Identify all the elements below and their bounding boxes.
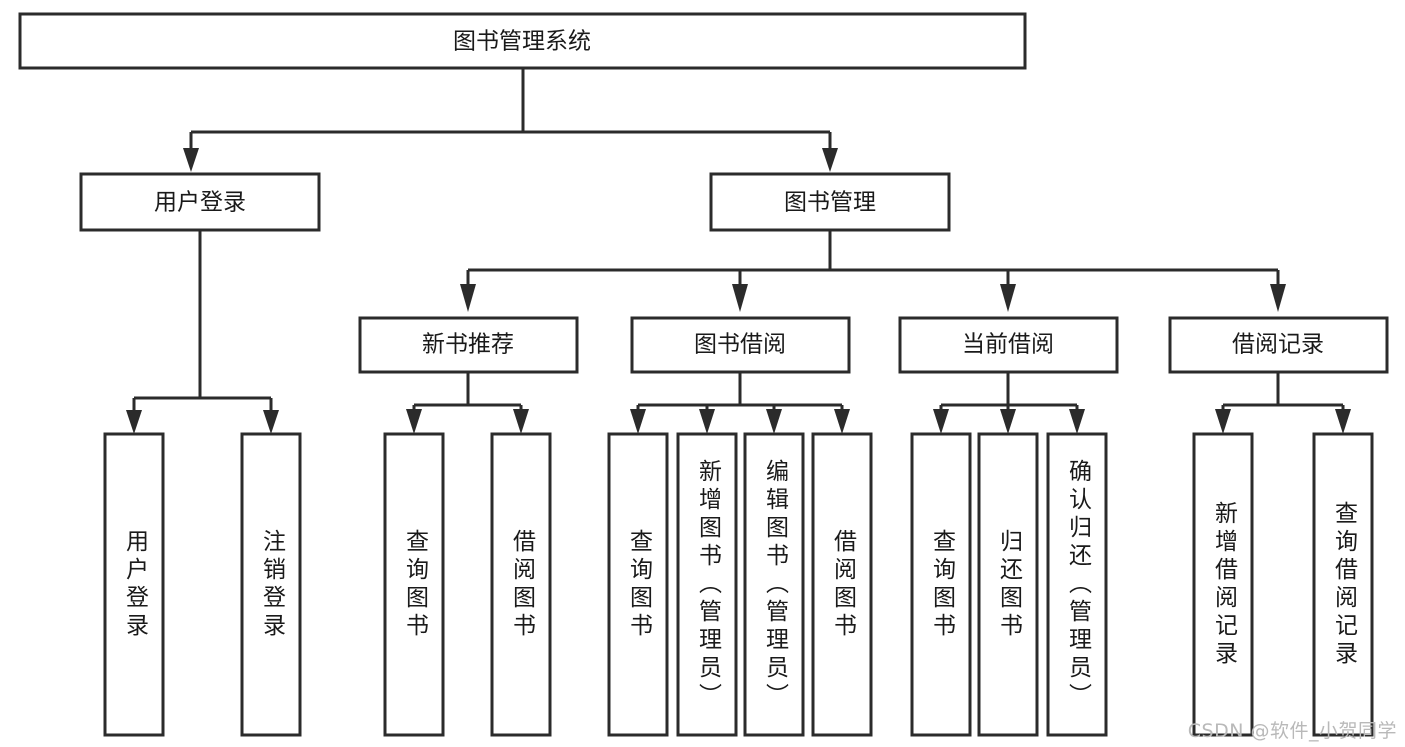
leaf-rect-borrow-record-1[interactable] [1312,432,1374,737]
arrow-head-icon [183,148,199,172]
leaf-rect-borrow-record-0[interactable] [1192,432,1254,737]
leaf-rect-book-borrow-2[interactable] [743,432,805,737]
arrow-head-icon [699,409,715,434]
arrow-head-icon [1335,409,1351,434]
node-current-borrow-rect[interactable] [898,316,1119,374]
arrow-head-icon [1069,409,1085,434]
leaf-rect-current-borrow-1[interactable] [977,432,1039,737]
node-root-rect[interactable] [18,12,1027,70]
leaf-rect-current-borrow-0[interactable] [910,432,972,737]
connector-root-to-level2 [183,68,838,172]
arrow-head-icon [263,410,279,434]
leaf-rect-new-book-0[interactable] [383,432,445,737]
node-root-label: 图书管理系统 [453,29,591,55]
arrow-head-icon [1000,284,1016,312]
connector-user-login-to-leaves [126,230,279,434]
node-user-login-rect[interactable] [79,172,321,232]
node-book-management-label: 图书管理 [784,190,876,216]
connector-book-borrow-to-leaves [630,372,850,434]
leaf-rect-new-book-1[interactable] [490,432,552,737]
arrow-head-icon [766,409,782,434]
node-book-borrow[interactable]: 图书借阅 [630,316,851,374]
connector-borrow-record-to-leaves [1215,372,1351,434]
arrow-head-icon [822,148,838,172]
leaf-rect-current-borrow-2[interactable] [1046,432,1108,737]
node-book-management[interactable]: 图书管理 [709,172,951,232]
arrow-head-icon [126,410,142,434]
connector-current-borrow-to-leaves [933,372,1085,434]
csdn-watermark: CSDN @软件_小贺同学 [1187,720,1397,742]
node-current-borrow-label: 当前借阅 [962,332,1054,358]
arrow-head-icon [1000,409,1016,434]
arrow-head-icon [406,409,422,434]
node-book-borrow-label: 图书借阅 [694,332,786,358]
connector-new-book-to-leaves [406,372,529,434]
node-user-login[interactable]: 用户登录 [79,172,321,232]
connector-book-management-to-level3 [460,230,1286,312]
arrow-head-icon [834,409,850,434]
leaf-rect-book-borrow-3[interactable] [811,432,873,737]
leaf-rect-user-login-1[interactable] [240,432,302,737]
leaf-rect-book-borrow-1[interactable] [676,432,738,737]
node-new-book-recommend[interactable]: 新书推荐 [358,316,579,374]
node-current-borrow[interactable]: 当前借阅 [898,316,1119,374]
node-borrow-record[interactable]: 借阅记录 [1168,316,1389,374]
leaf-rect-user-login-0[interactable] [103,432,165,737]
leaf-rect-book-borrow-0[interactable] [607,432,669,737]
arrow-head-icon [933,409,949,434]
arrow-head-icon [732,284,748,312]
node-root[interactable]: 图书管理系统 [18,12,1027,70]
arrow-head-icon [630,409,646,434]
node-new-book-recommend-label: 新书推荐 [422,332,514,358]
node-new-book-recommend-rect[interactable] [358,316,579,374]
arrow-head-icon [1270,284,1286,312]
node-user-login-label: 用户登录 [154,190,246,216]
arrow-head-icon [513,409,529,434]
node-borrow-record-label: 借阅记录 [1232,332,1324,358]
arrow-head-icon [1215,409,1231,434]
arrow-head-icon [460,284,476,312]
